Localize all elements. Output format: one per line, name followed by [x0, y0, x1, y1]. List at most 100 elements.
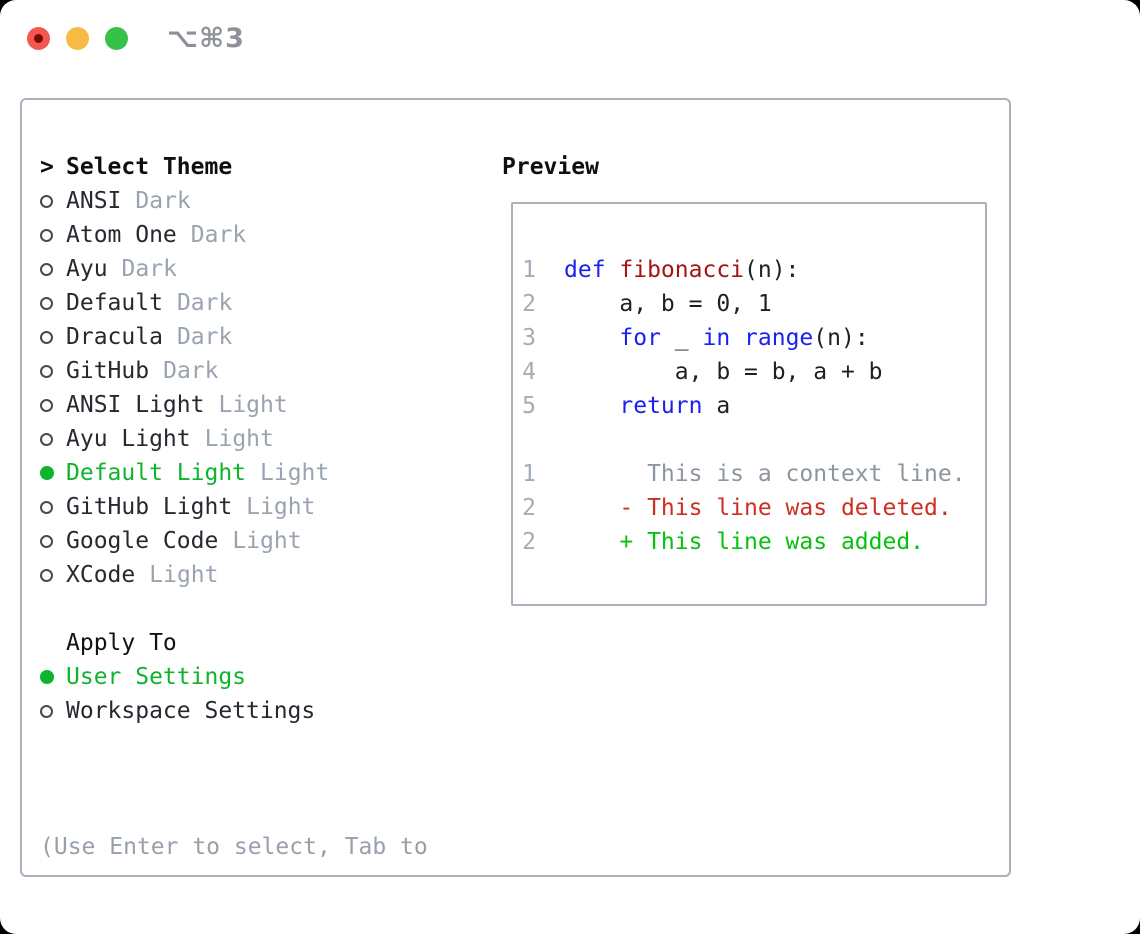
theme-variant-tag: Dark: [163, 358, 219, 384]
radio-icon: [40, 398, 53, 412]
theme-option[interactable]: Default Dark: [40, 286, 492, 320]
help-text: (Use Enter to select, Tab to change focu…: [40, 762, 492, 934]
code-segment-kw: def: [564, 257, 620, 283]
line-number: [522, 423, 536, 457]
code-text: for _ in range(n):: [564, 321, 869, 355]
theme-variant-tag: Dark: [176, 324, 233, 350]
radio-icon: [40, 432, 53, 446]
code-segment-plain: a, b = 0, 1: [564, 291, 772, 317]
code-segment-plain: _: [660, 325, 703, 351]
theme-variant-tag: Light: [218, 392, 288, 418]
radio-selected-icon: [40, 466, 54, 480]
theme-name: Default: [66, 290, 163, 316]
theme-variant-tag: Light: [204, 426, 274, 452]
code-segment-kw: return: [619, 393, 703, 419]
code-text: a, b = b, a + b: [564, 355, 883, 389]
code-line: 2 + This line was added.: [522, 525, 985, 559]
radio-icon: [40, 568, 53, 582]
code-segment-kw: range: [744, 325, 814, 351]
code-segment-add: + This line was added.: [564, 529, 925, 555]
code-line: 1 This is a context line.: [522, 457, 985, 491]
code-text: a, b = 0, 1: [564, 287, 772, 321]
radio-icon: [40, 534, 53, 548]
code-text: This is a context line.: [564, 457, 966, 491]
line-number: 2: [522, 529, 536, 555]
code-line: 5 return a: [522, 389, 985, 423]
code-text: def fibonacci(n):: [564, 253, 799, 287]
line-number: 3: [522, 325, 536, 351]
radio-icon: [40, 228, 53, 242]
line-number: 5: [522, 393, 536, 419]
code-line: 4 a, b = b, a + b: [522, 355, 985, 389]
line-number: 4: [522, 359, 536, 385]
theme-variant-tag: Light: [260, 460, 330, 486]
minimize-button[interactable]: [66, 27, 89, 50]
theme-variant-tag: Light: [232, 528, 302, 554]
theme-option[interactable]: Dracula Dark: [40, 320, 492, 354]
help-line-1: (Use Enter to select, Tab to: [40, 834, 428, 860]
code-segment-kw: in: [702, 325, 731, 351]
apply-to-option[interactable]: Workspace Settings: [40, 694, 492, 728]
code-segment-plain: (n):: [744, 257, 800, 283]
apply-to-header-row: Apply To: [40, 626, 492, 660]
traffic-lights: [27, 27, 128, 50]
radio-icon: [40, 330, 53, 344]
code-segment-plain: (n):: [813, 325, 869, 351]
theme-name: Dracula: [66, 324, 163, 350]
theme-variant-tag: Dark: [190, 222, 247, 248]
code-segment-fn: fibonacci: [619, 257, 745, 283]
radio-icon: [40, 500, 53, 514]
line-number: 1: [522, 461, 536, 487]
radio-icon: [40, 364, 53, 378]
code-segment-del: - This line was deleted.: [564, 495, 952, 521]
zoom-button[interactable]: [105, 27, 128, 50]
apply-to-label: User Settings: [66, 664, 247, 690]
code-text: + This line was added.: [564, 525, 924, 559]
apply-to-option[interactable]: User Settings: [40, 660, 492, 694]
select-theme-header-row: > Select Theme: [40, 150, 492, 184]
radio-icon: [40, 262, 53, 276]
code-text: return a: [564, 389, 730, 423]
code-line: 3 for _ in range(n):: [522, 321, 985, 355]
theme-name: Atom One: [66, 222, 177, 248]
theme-name: ANSI: [66, 188, 122, 214]
radio-selected-icon: [40, 670, 54, 684]
code-segment-plain: a: [702, 393, 731, 419]
apply-to-label: Workspace Settings: [66, 698, 316, 724]
theme-name: XCode: [66, 562, 136, 588]
select-theme-title: Select Theme: [66, 154, 233, 180]
code-segment-ctx: This is a context line.: [564, 461, 966, 487]
theme-variant-tag: Dark: [176, 290, 233, 316]
theme-option[interactable]: Atom One Dark: [40, 218, 492, 252]
line-number: 2: [522, 291, 536, 317]
code-segment-kw: for: [619, 325, 661, 351]
code-segment-plain: [564, 325, 619, 351]
theme-option[interactable]: ANSI Light Light: [40, 388, 492, 422]
theme-variant-tag: Light: [246, 494, 316, 520]
theme-name: Default Light: [66, 460, 247, 486]
close-button[interactable]: [27, 27, 50, 50]
theme-option[interactable]: Default Light Light: [40, 456, 492, 490]
code-line: 2 a, b = 0, 1: [522, 287, 985, 321]
code-text: - This line was deleted.: [564, 491, 952, 525]
theme-name: ANSI Light: [66, 392, 205, 418]
code-segment-plain: [730, 325, 744, 351]
theme-option[interactable]: XCode Light: [40, 558, 492, 592]
preview-title: Preview: [502, 154, 599, 180]
theme-variant-tag: Dark: [121, 256, 177, 282]
apply-to-title: Apply To: [66, 630, 177, 656]
theme-variant-tag: Light: [149, 562, 219, 588]
code-segment-plain: a, b = b, a + b: [564, 359, 883, 385]
window-shortcut-label: ⌥⌘3: [167, 23, 245, 54]
